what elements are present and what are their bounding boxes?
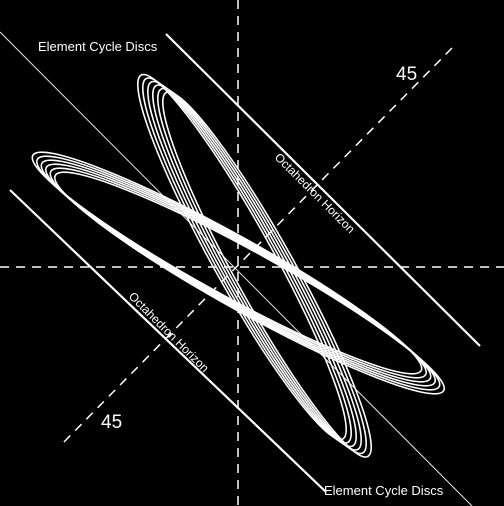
octahedron-horizon-lines	[9, 33, 481, 493]
element-cycle-discs-family-a	[137, 73, 372, 458]
element-cycle-discs-top-label: Element Cycle Discs	[38, 39, 158, 54]
element-cycle-discs-family-b	[31, 151, 446, 395]
steep-disc-ellipse-5	[157, 87, 367, 455]
shallow-disc-ellipse-4	[44, 163, 437, 387]
steep-disc-ellipse-1	[137, 73, 347, 441]
steep-disc-ellipse-2	[142, 77, 352, 444]
shallow-disc-ellipse-6	[53, 171, 446, 395]
shallow-disc-ellipse-1	[31, 151, 423, 375]
shallow-disc-ellipse-2	[35, 155, 428, 379]
angle-upper-label: 45	[396, 64, 417, 85]
steep-disc-ellipse-3	[147, 80, 357, 448]
steep-disc-ellipse-6	[162, 91, 372, 458]
shallow-disc-ellipse-5	[49, 167, 441, 391]
octahedron-horizon-upper-line	[165, 33, 481, 347]
center-diagonal-line	[0, 31, 473, 506]
element-cycle-discs-bottom-label: Element Cycle Discs	[324, 483, 444, 498]
octahedron-horizon-lower-line	[9, 189, 327, 493]
angle-lower-label: 45	[101, 412, 122, 433]
steep-disc-ellipse-4	[152, 84, 362, 451]
shallow-disc-ellipse-3	[40, 159, 432, 383]
